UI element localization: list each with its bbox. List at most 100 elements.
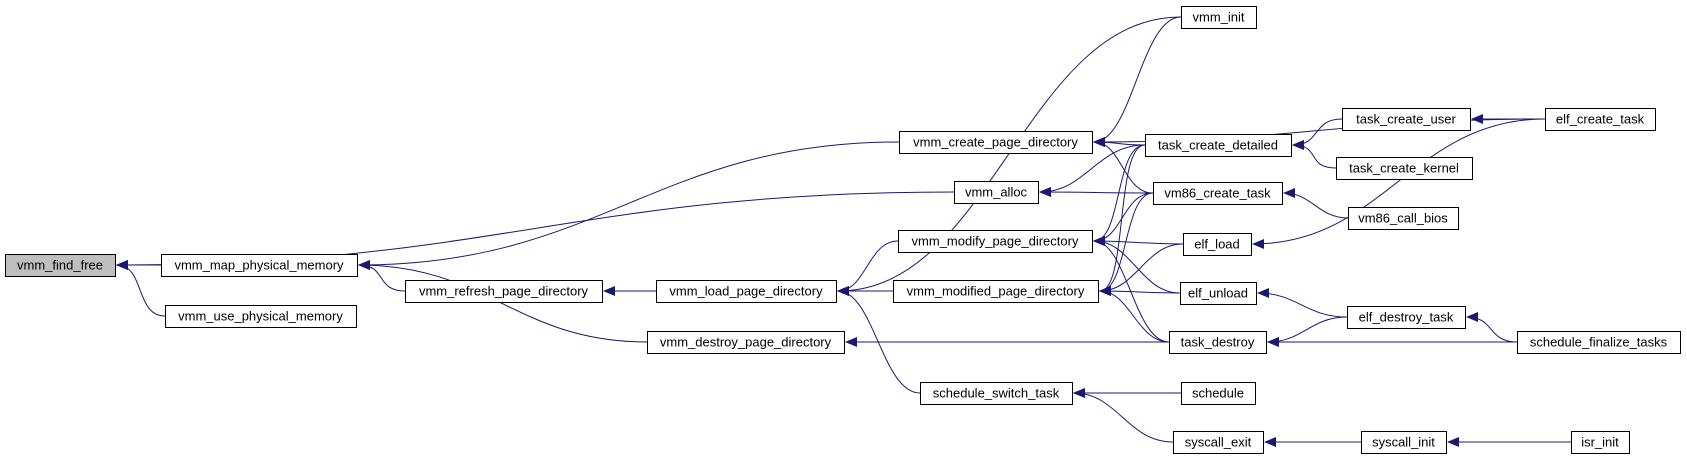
node-box[interactable] [899, 131, 1093, 154]
node-label: vmm_use_physical_memory [178, 309, 343, 324]
node-vmm_init[interactable]: vmm_init [1181, 6, 1257, 29]
node-box[interactable] [1145, 134, 1292, 157]
edge-vm86_call_bios-to-vm86_create_task [1283, 188, 1349, 219]
edge-syscall_exit-to-schedule_switch_task [1073, 388, 1174, 443]
node-box[interactable] [1181, 6, 1257, 29]
node-vmm_modify_page_directory[interactable]: vmm_modify_page_directory [898, 230, 1093, 253]
node-vmm_use_physical_memory[interactable]: vmm_use_physical_memory [165, 305, 357, 328]
node-task_create_kernel[interactable]: task_create_kernel [1336, 157, 1473, 180]
node-box[interactable] [1545, 108, 1656, 131]
node-vmm_map_physical_memory[interactable]: vmm_map_physical_memory [161, 254, 358, 277]
node-syscall_exit[interactable]: syscall_exit [1173, 431, 1264, 454]
node-label: schedule [1192, 386, 1244, 401]
node-vmm_destroy_page_directory[interactable]: vmm_destroy_page_directory [647, 331, 845, 354]
node-box[interactable] [1181, 382, 1256, 405]
node-elf_destroy_task[interactable]: elf_destroy_task [1347, 306, 1466, 329]
nodes-layer: vmm_find_free vmm_map_physical_memory vmm_… [5, 6, 1681, 454]
node-box[interactable] [647, 331, 845, 354]
node-label: vm86_create_task [1164, 186, 1271, 201]
node-box[interactable] [161, 254, 358, 277]
node-box[interactable] [405, 280, 603, 303]
edge-task_destroy-to-vmm_modified_page_directory [1099, 286, 1170, 343]
node-label: schedule_switch_task [933, 386, 1060, 401]
edge-schedule_finalize_tasks-to-elf_destroy_task [1466, 312, 1518, 343]
edge-task_create_detailed-to-vmm_modified_page_directory [1099, 144, 1146, 296]
edge-vm86_create_task-to-vmm_create_page_directory [1093, 137, 1154, 194]
node-box[interactable] [1348, 207, 1459, 230]
node-label: schedule_finalize_tasks [1530, 335, 1668, 350]
edge-elf_destroy_task-to-elf_unload [1257, 288, 1348, 318]
node-box[interactable] [1183, 233, 1252, 256]
node-box[interactable] [1517, 331, 1681, 354]
edge-task_create_kernel-to-task_create_detailed [1292, 140, 1337, 169]
node-task_create_detailed[interactable]: task_create_detailed [1145, 134, 1292, 157]
node-schedule_switch_task[interactable]: schedule_switch_task [920, 382, 1073, 405]
node-box[interactable] [1180, 282, 1257, 305]
node-box[interactable] [1361, 431, 1447, 454]
node-box[interactable] [898, 230, 1093, 253]
node-label: vmm_create_page_directory [913, 135, 1078, 150]
node-vmm_find_free[interactable]: vmm_find_free [5, 254, 116, 277]
node-elf_load[interactable]: elf_load [1183, 233, 1252, 256]
node-elf_unload[interactable]: elf_unload [1180, 282, 1257, 305]
node-label: vm86_call_bios [1358, 211, 1448, 226]
node-box[interactable] [893, 280, 1099, 303]
node-label: task_create_kernel [1349, 161, 1459, 176]
node-label: vmm_destroy_page_directory [660, 335, 832, 350]
node-syscall_init[interactable]: syscall_init [1361, 431, 1447, 454]
node-label: syscall_init [1372, 435, 1435, 450]
node-box[interactable] [1347, 306, 1466, 329]
node-vm86_create_task[interactable]: vm86_create_task [1153, 182, 1283, 205]
node-box[interactable] [656, 280, 837, 303]
node-label: elf_create_task [1556, 112, 1645, 127]
node-label: vmm_refresh_page_directory [419, 284, 589, 299]
node-elf_create_task[interactable]: elf_create_task [1545, 108, 1656, 131]
node-vmm_load_page_directory[interactable]: vmm_load_page_directory [656, 280, 837, 303]
node-label: task_create_user [1356, 112, 1456, 127]
node-label: syscall_exit [1185, 435, 1252, 450]
edges-layer [116, 16, 1571, 447]
node-schedule_finalize_tasks[interactable]: schedule_finalize_tasks [1517, 331, 1681, 354]
edge-vmm_modify_page_directory-to-vmm_load_page_directory [837, 240, 899, 296]
edge-vmm_create_page_directory-to-vmm_map_physical_memory [358, 141, 900, 270]
node-label: vmm_modify_page_directory [912, 234, 1079, 249]
node-label: vmm_find_free [17, 258, 103, 273]
node-box[interactable] [1153, 182, 1283, 205]
node-box[interactable] [1342, 108, 1471, 131]
node-label: elf_destroy_task [1359, 310, 1454, 325]
node-box[interactable] [954, 181, 1039, 204]
edge-vmm_refresh_page_directory-to-vmm_map_physical_memory [358, 260, 406, 292]
node-vmm_create_page_directory[interactable]: vmm_create_page_directory [899, 131, 1093, 154]
node-label: isr_init [1581, 435, 1619, 450]
node-vmm_alloc[interactable]: vmm_alloc [954, 181, 1039, 204]
node-label: vmm_init [1192, 10, 1244, 25]
edge-vmm_use_physical_memory-to-vmm_find_free [116, 260, 166, 317]
node-vmm_modified_page_directory[interactable]: vmm_modified_page_directory [893, 280, 1099, 303]
edge-elf_destroy_task-to-task_destroy [1267, 316, 1348, 347]
node-task_destroy[interactable]: task_destroy [1169, 331, 1267, 354]
node-box[interactable] [920, 382, 1073, 405]
node-box[interactable] [1173, 431, 1264, 454]
node-box[interactable] [5, 254, 116, 277]
node-isr_init[interactable]: isr_init [1571, 431, 1630, 454]
edge-elf_load-to-vmm_modified_page_directory [1099, 243, 1184, 296]
node-vmm_refresh_page_directory[interactable]: vmm_refresh_page_directory [405, 280, 603, 303]
edge-vm86_create_task-to-vmm_alloc [1039, 187, 1154, 198]
node-box[interactable] [1571, 431, 1630, 454]
node-task_create_user[interactable]: task_create_user [1342, 108, 1471, 131]
node-label: vmm_modified_page_directory [907, 284, 1085, 299]
edge-vmm_destroy_page_directory-to-vmm_map_physical_memory [358, 260, 648, 343]
node-label: elf_unload [1188, 286, 1248, 301]
node-label: vmm_alloc [965, 185, 1028, 200]
node-label: vmm_map_physical_memory [174, 258, 344, 273]
node-label: elf_load [1194, 237, 1240, 252]
node-vm86_call_bios[interactable]: vm86_call_bios [1348, 207, 1459, 230]
node-box[interactable] [1169, 331, 1267, 354]
edge-vmm_init-to-vmm_create_page_directory [1093, 16, 1182, 147]
node-box[interactable] [1336, 157, 1473, 180]
edge-elf_unload-to-vmm_modify_page_directory [1093, 236, 1181, 294]
node-schedule[interactable]: schedule [1181, 382, 1256, 405]
edge-task_create_detailed-to-vmm_alloc [1039, 144, 1146, 197]
node-box[interactable] [165, 305, 357, 328]
